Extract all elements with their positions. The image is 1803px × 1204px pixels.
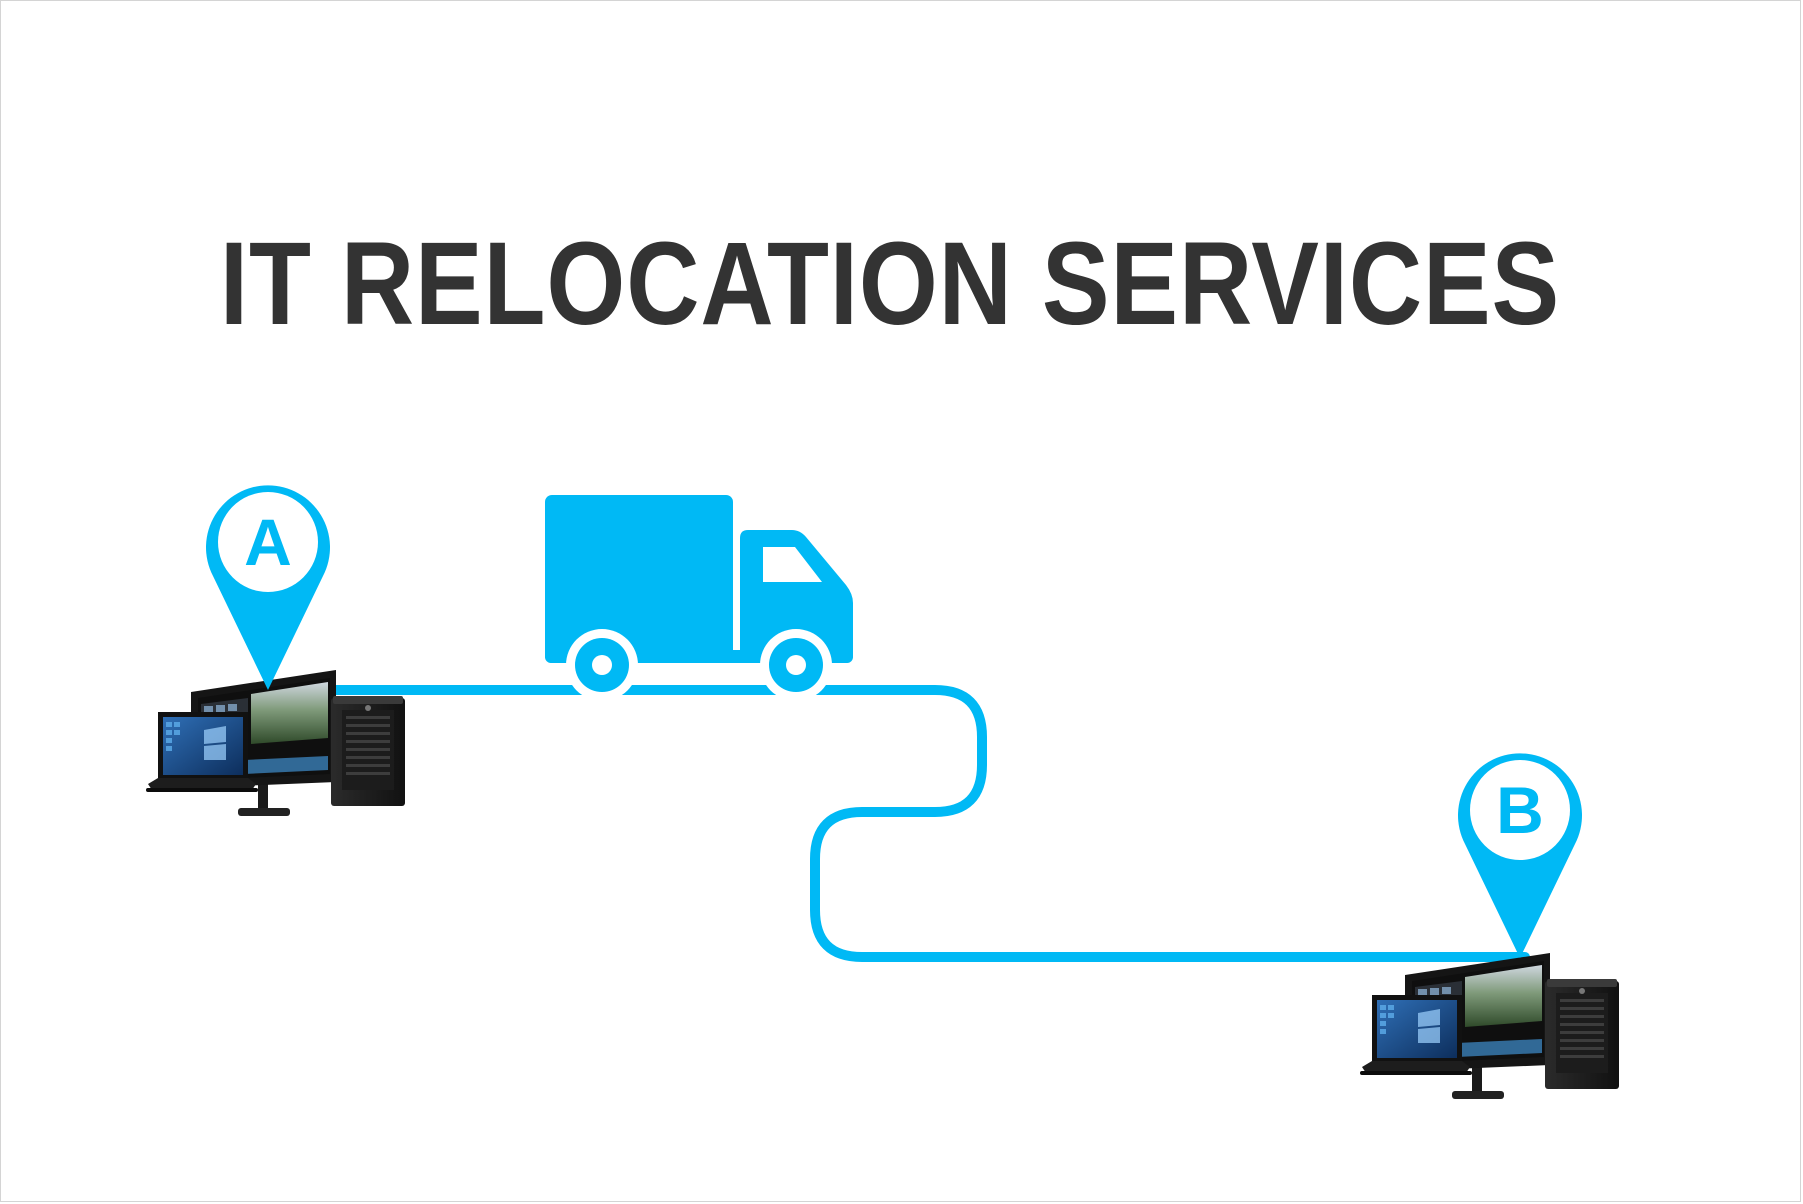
- truck-wheel-rear: [566, 629, 638, 701]
- truck-window: [763, 547, 822, 582]
- truck-wheel-front: [760, 629, 832, 701]
- relocation-route: [250, 685, 1530, 962]
- destination-pin: [1458, 753, 1582, 958]
- origin-pin: [206, 485, 331, 690]
- destination-equipment: [1360, 953, 1619, 1099]
- origin-pin-label: A: [244, 505, 292, 579]
- destination-pin-label: B: [1496, 773, 1544, 847]
- page-title: IT RELOCATION SERVICES: [219, 218, 1561, 350]
